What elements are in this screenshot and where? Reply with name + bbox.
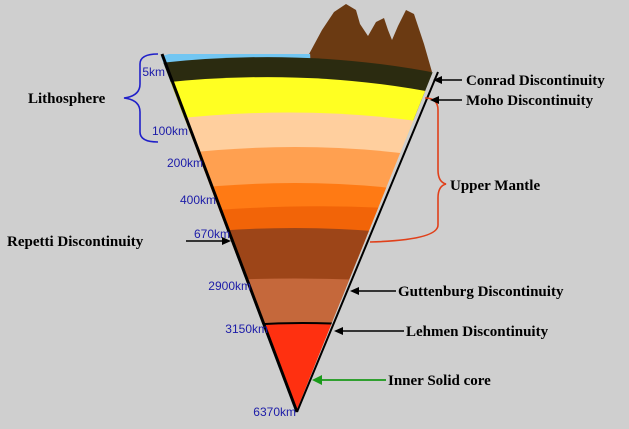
- guttenburg-label: Guttenburg Discontinuity: [398, 284, 564, 300]
- depth-6370km: 6370km: [253, 405, 296, 419]
- repetti-pointer: [186, 237, 231, 245]
- inner-core-pointer: [312, 375, 386, 385]
- depth-670km: 670km: [194, 227, 230, 241]
- earth-wedge: [160, 54, 440, 412]
- depth-5km: 5km: [142, 65, 165, 79]
- upper-mantle-label: Upper Mantle: [450, 178, 540, 194]
- lehmen-label: Lehmen Discontinuity: [406, 324, 549, 340]
- depth-3150km: 3150km: [225, 322, 268, 336]
- guttenburg-pointer: [350, 287, 396, 295]
- wedge-right-edge: [296, 71, 439, 413]
- inner-core-label: Inner Solid core: [388, 373, 491, 389]
- depth-2900km: 2900km: [208, 279, 251, 293]
- depth-400km: 400km: [180, 193, 216, 207]
- moho-label: Moho Discontinuity: [466, 93, 594, 109]
- lithosphere-brace: [123, 53, 159, 143]
- conrad-pointer: [433, 76, 462, 84]
- repetti-label: Repetti Discontinuity: [7, 234, 144, 250]
- lithosphere-label: Lithosphere: [28, 91, 106, 107]
- depth-200km: 200km: [167, 156, 203, 170]
- wedge-left-edge: [160, 53, 299, 413]
- upper-mantle-brace: [369, 97, 447, 243]
- depth-100km: 100km: [152, 124, 188, 138]
- conrad-label: Conrad Discontinuity: [466, 73, 605, 89]
- lehmen-pointer: [334, 327, 404, 335]
- mountain: [308, 4, 432, 72]
- moho-pointer: [430, 96, 462, 104]
